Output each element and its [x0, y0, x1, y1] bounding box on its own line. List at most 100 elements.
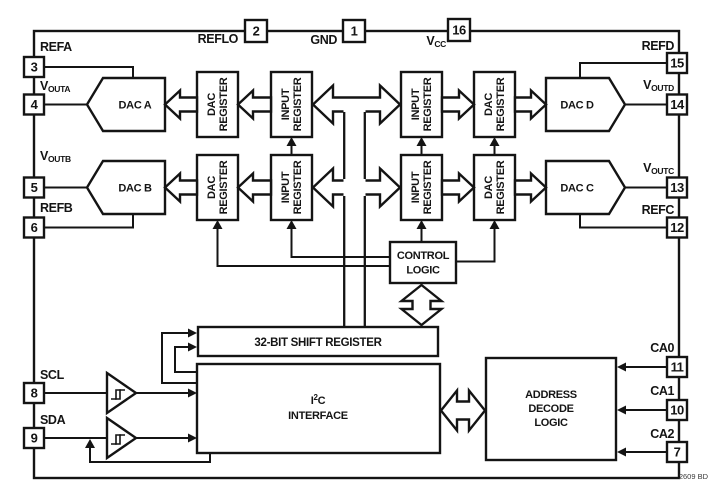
block-input-register-b: INPUT REGISTER [269, 153, 314, 222]
block-input-register-d: INPUT REGISTER [399, 70, 444, 139]
pin-number: 10 [670, 403, 684, 418]
wire-sda-feedback [89, 448, 211, 463]
hysteresis-icon [111, 389, 121, 400]
arrow-up-icon [416, 137, 427, 146]
pin-voutb: 5 [22, 176, 46, 199]
pin-label-gnd: GND [310, 33, 337, 47]
block-label: CONTROL [397, 250, 450, 262]
block-label-i2c: I2C [311, 393, 326, 407]
scl-schmitt-buffer [105, 370, 139, 416]
arrow-up-icon [85, 439, 95, 448]
block-label-dac-d: DAC D [560, 100, 594, 112]
pin-label-refc: REFC [642, 203, 675, 217]
block-shift-register: 32-BIT SHIFT REGISTER [196, 325, 440, 358]
block-label: INPUT [280, 88, 292, 120]
arrow-right-hollow-icon [440, 87, 476, 122]
wires [44, 62, 667, 463]
arrow-up-icon [286, 220, 297, 229]
pin-number: 8 [31, 386, 38, 401]
wire-control-to-dac-c [456, 229, 496, 263]
pin-label-ca2: CA2 [650, 427, 674, 441]
block-label: DAC [206, 176, 218, 199]
wire-refb [44, 214, 134, 229]
block-label: LOGIC [534, 417, 568, 429]
arrow-vertical-double-icon [398, 283, 445, 327]
block-label: REGISTER [218, 160, 230, 214]
pin-label-reflo: REFLO [198, 32, 239, 46]
wire-control-to-input-b [290, 229, 390, 258]
block-label: REGISTER [422, 77, 434, 131]
arrow-horizontal-double-icon [439, 387, 487, 434]
arrow-right-icon [188, 342, 197, 352]
block-label: INPUT [280, 171, 292, 203]
pin-number: 5 [31, 180, 38, 195]
block-label: DAC [206, 93, 218, 116]
pin-vouta: 4 [22, 93, 46, 116]
block-label: REGISTER [495, 160, 507, 214]
block-label-dac-b: DAC B [118, 183, 152, 195]
pin-number: 13 [670, 180, 684, 195]
block-label: 32-BIT SHIFT REGISTER [254, 337, 382, 349]
pin-number: 16 [452, 23, 466, 38]
arrow-right-icon [188, 433, 197, 443]
arrow-up-icon [489, 137, 500, 146]
pin-label-refd: REFD [642, 39, 675, 53]
arrow-left-hollow-icon [236, 170, 273, 205]
pin-label-scl: SCL [40, 368, 65, 382]
block-dac-c: DAC C [544, 159, 627, 216]
wire-refc [579, 214, 667, 229]
block-label-dac-a: DAC A [119, 100, 152, 112]
block-label: REGISTER [218, 77, 230, 131]
pin-sda: 9 [22, 426, 46, 450]
pin-label-vouta: VOUTA [40, 79, 70, 94]
pin-label-sda: SDA [40, 413, 66, 427]
pin-label-voutb: VOUTB [40, 149, 71, 164]
pin-label-vcc: VCC [426, 34, 446, 49]
block-dac-d: DAC D [544, 76, 627, 133]
block-dac-register-a: DAC REGISTER [195, 70, 240, 139]
block-label: REGISTER [422, 160, 434, 214]
block-label: REGISTER [495, 77, 507, 131]
pin-label-ca1: CA1 [650, 384, 674, 398]
arrow-right-hollow-icon [513, 87, 548, 122]
wire-loop-outer [161, 332, 197, 384]
pin-number: 9 [31, 431, 38, 446]
pin-refa: 3 [22, 55, 46, 79]
arrow-left-icon [617, 362, 626, 372]
data-trunk-bus [343, 106, 366, 327]
wire-refa [44, 66, 134, 78]
block-dac-register-c: DAC REGISTER [472, 153, 517, 222]
pin-gnd: 1 [341, 18, 367, 44]
block-input-register-a: INPUT REGISTER [269, 70, 314, 139]
block-label: INPUT [410, 171, 422, 203]
pin-vcc: 16 [446, 17, 472, 43]
block-dac-a: DAC A [85, 76, 167, 133]
block-label-dac-c: DAC C [560, 183, 594, 195]
pin-number: 14 [670, 97, 685, 112]
arrow-right-hollow-icon [440, 170, 476, 205]
pin-label-refb: REFB [40, 201, 73, 215]
pin-number: 2 [253, 24, 260, 39]
pin-ca0: 11 [665, 355, 689, 379]
block-label: DAC [483, 176, 495, 199]
block-label: INPUT [410, 88, 422, 120]
pin-number: 12 [670, 220, 684, 235]
pin-refd: 15 [665, 51, 689, 75]
pin-number: 3 [31, 60, 38, 75]
figure-note: 2609 BD [679, 472, 709, 481]
block-dac-register-d: DAC REGISTER [472, 70, 517, 139]
block-input-register-c: INPUT REGISTER [399, 153, 444, 222]
block-label: REGISTER [292, 77, 304, 131]
pin-refb: 6 [22, 216, 46, 239]
arrow-left-hollow-icon [236, 87, 273, 122]
pin-number: 11 [671, 360, 684, 375]
block-dac-b: DAC B [85, 159, 167, 216]
arrow-right-icon [188, 328, 197, 338]
arrow-left-hollow-icon [163, 170, 199, 205]
block-label: DAC [483, 93, 495, 116]
hysteresis-icon [111, 434, 121, 445]
block-label: INTERFACE [288, 410, 348, 422]
arrow-up-icon [489, 220, 500, 229]
arrow-up-icon [416, 220, 427, 229]
